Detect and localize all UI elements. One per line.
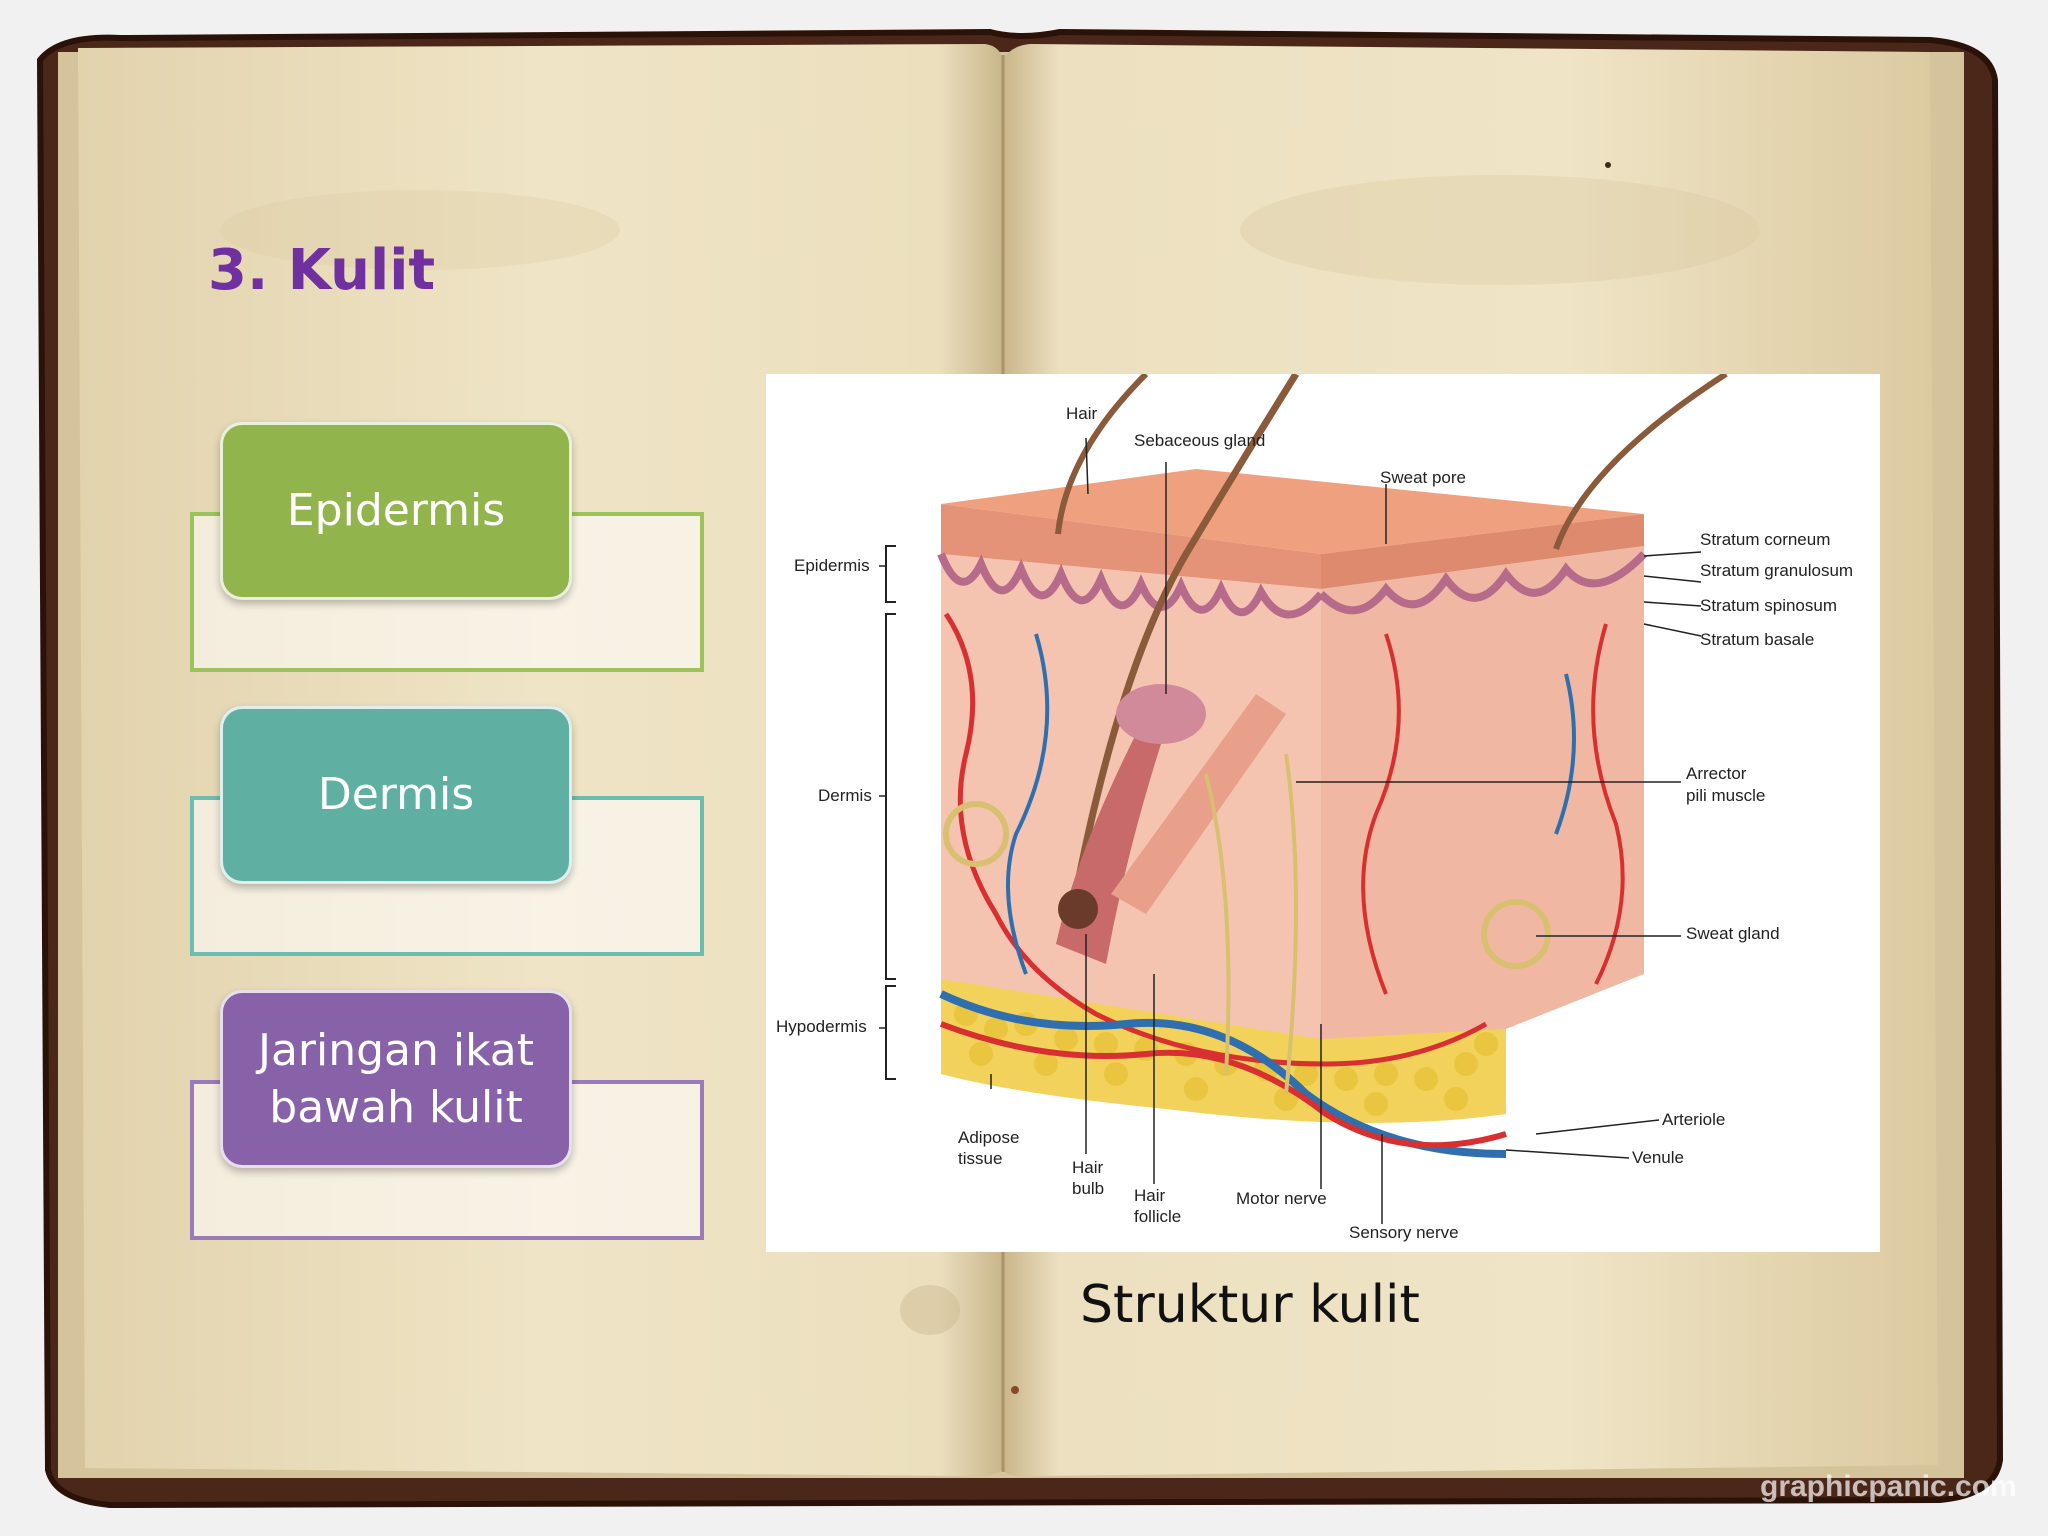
label-hypodermis: Hypodermis <box>776 1017 867 1036</box>
label-adipose-tissue: tissue <box>958 1149 1003 1168</box>
label-arrector: Arrector <box>1686 764 1747 783</box>
label-sebaceous-gland: Sebaceous gland <box>1134 431 1266 450</box>
label-pili-muscle: pili muscle <box>1686 786 1766 805</box>
skin-structure-diagram: Hair Sebaceous gland Sweat pore Stratum … <box>766 374 1880 1252</box>
skin-cross-section-illustration <box>879 374 1728 1224</box>
label-hair-bulb: Hair <box>1072 1158 1104 1177</box>
layer-label-box: Jaringan ikat bawah kulit <box>220 990 572 1168</box>
label-hair: Hair <box>1066 404 1098 423</box>
label-sweat-pore: Sweat pore <box>1380 468 1466 487</box>
skin-layer-dermis: Dermis <box>190 706 704 956</box>
label-motor-nerve: Motor nerve <box>1236 1189 1327 1208</box>
layer-label-box: Epidermis <box>220 422 572 600</box>
watermark: graphicpanic.com <box>1760 1470 2017 1503</box>
slide-title: 3. Kulit <box>208 238 436 303</box>
label-dermis: Dermis <box>818 786 872 805</box>
diagram-caption: Struktur kulit <box>1080 1275 1420 1335</box>
label-stratum-corneum: Stratum corneum <box>1700 530 1831 549</box>
label-stratum-basale: Stratum basale <box>1700 630 1815 649</box>
label-arteriole: Arteriole <box>1662 1110 1726 1129</box>
label-venule: Venule <box>1632 1148 1684 1167</box>
skin-layer-epidermis: Epidermis <box>190 422 704 672</box>
label-adipose: Adipose <box>958 1128 1020 1147</box>
label-hair-bulb-2: bulb <box>1072 1179 1105 1198</box>
layer-label-box: Dermis <box>220 706 572 884</box>
label-stratum-granulosum: Stratum granulosum <box>1700 561 1854 580</box>
label-stratum-spinosum: Stratum spinosum <box>1700 596 1837 615</box>
label-sweat-gland: Sweat gland <box>1686 924 1780 943</box>
label-sensory-nerve: Sensory nerve <box>1349 1223 1459 1242</box>
label-hair-follicle: Hair <box>1134 1186 1166 1205</box>
label-hair-follicle-2: follicle <box>1134 1207 1182 1226</box>
label-epidermis: Epidermis <box>794 556 870 575</box>
skin-layer-hypodermis: Jaringan ikat bawah kulit <box>190 990 704 1240</box>
